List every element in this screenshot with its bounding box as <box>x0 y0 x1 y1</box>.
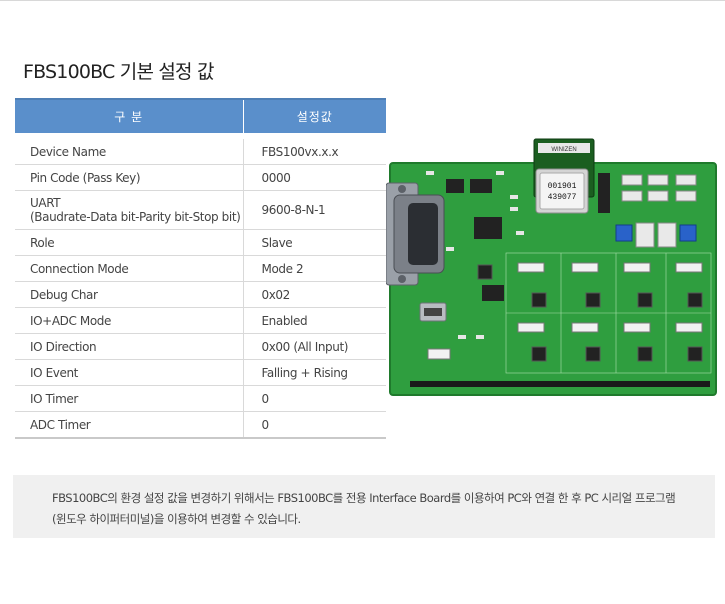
row-value: 0x00 (All Input) <box>242 333 386 360</box>
page-title: FBS100BC 기본 설정 값 <box>23 61 214 83</box>
table-row: Role Slave <box>15 229 386 256</box>
table-row: ADC Timer 0 <box>15 411 386 438</box>
table-row: IO Event Falling + Rising <box>15 359 386 386</box>
row-key: Debug Char <box>15 281 243 308</box>
header-setting-value: 설정값 <box>242 99 386 133</box>
row-value: 9600-8-N-1 <box>242 190 386 230</box>
row-value: Enabled <box>242 307 386 334</box>
table-row: UART(Baudrate-Data bit-Parity bit-Stop b… <box>15 190 386 230</box>
row-key: IO Event <box>15 359 243 386</box>
dip-switches <box>621 174 697 248</box>
module-brand-label: WINIZEN <box>551 147 576 153</box>
table-row: IO+ADC Mode Enabled <box>15 307 386 334</box>
row-key: Device Name <box>15 139 243 165</box>
silkscreen-traces <box>505 252 712 374</box>
row-key: IO Direction <box>15 333 243 360</box>
push-buttons <box>477 264 703 362</box>
row-value: 0000 <box>242 164 386 191</box>
row-value: 0x02 <box>242 281 386 308</box>
usb-connector <box>419 302 447 322</box>
row-value: Slave <box>242 229 386 256</box>
smd-components <box>426 171 524 339</box>
header-category: 구 분 <box>15 99 243 133</box>
table-row: IO Direction 0x00 (All Input) <box>15 333 386 360</box>
row-key: Role <box>15 229 243 256</box>
info-note-box: FBS100BC의 환경 설정 값을 변경하기 위해서는 FBS100BC를 전… <box>13 475 715 538</box>
row-value: Falling + Rising <box>242 359 386 386</box>
interface-board-photo: WINIZEN 001901 439077 <box>386 138 717 396</box>
row-key-line1: UART <box>30 196 61 210</box>
row-value: 0 <box>242 385 386 412</box>
row-value: FBS100vx.x.x <box>242 139 386 165</box>
table-row: Device Name FBS100vx.x.x <box>15 139 386 165</box>
chip-line2: 439077 <box>548 193 577 202</box>
table-row: IO Timer 0 <box>15 385 386 412</box>
ic-chips <box>446 173 610 301</box>
chip-line1: 001901 <box>548 182 577 191</box>
row-key-line2: (Baudrate-Data bit-Parity bit-Stop bit) <box>30 210 241 224</box>
top-divider <box>0 0 725 1</box>
potentiometers <box>615 224 697 242</box>
pin-header <box>410 381 710 387</box>
note-line1: FBS100BC의 환경 설정 값을 변경하기 위해서는 FBS100BC를 전… <box>52 491 676 505</box>
settings-table: 구 분 설정값 Device Name FBS100vx.x.x Pin Cod… <box>15 98 386 439</box>
table-header-row: 구 분 설정값 <box>15 99 386 133</box>
row-key: IO Timer <box>15 385 243 412</box>
row-value: Mode 2 <box>242 255 386 282</box>
row-key: IO+ADC Mode <box>15 307 243 334</box>
row-value: 0 <box>242 411 386 438</box>
slide-switches <box>427 262 703 360</box>
bluetooth-module: WINIZEN 001901 439077 <box>533 138 595 214</box>
row-key: Connection Mode <box>15 255 243 282</box>
note-line2: (윈도우 하이퍼터미널)을 이용하여 변경할 수 있습니다. <box>52 512 301 526</box>
serial-connector <box>386 182 445 286</box>
table-row: Pin Code (Pass Key) 0000 <box>15 164 386 191</box>
table-row: Connection Mode Mode 2 <box>15 255 386 282</box>
table-row: Debug Char 0x02 <box>15 281 386 308</box>
row-key: UART(Baudrate-Data bit-Parity bit-Stop b… <box>15 190 243 230</box>
row-key: Pin Code (Pass Key) <box>15 164 243 191</box>
row-key: ADC Timer <box>30 417 91 432</box>
